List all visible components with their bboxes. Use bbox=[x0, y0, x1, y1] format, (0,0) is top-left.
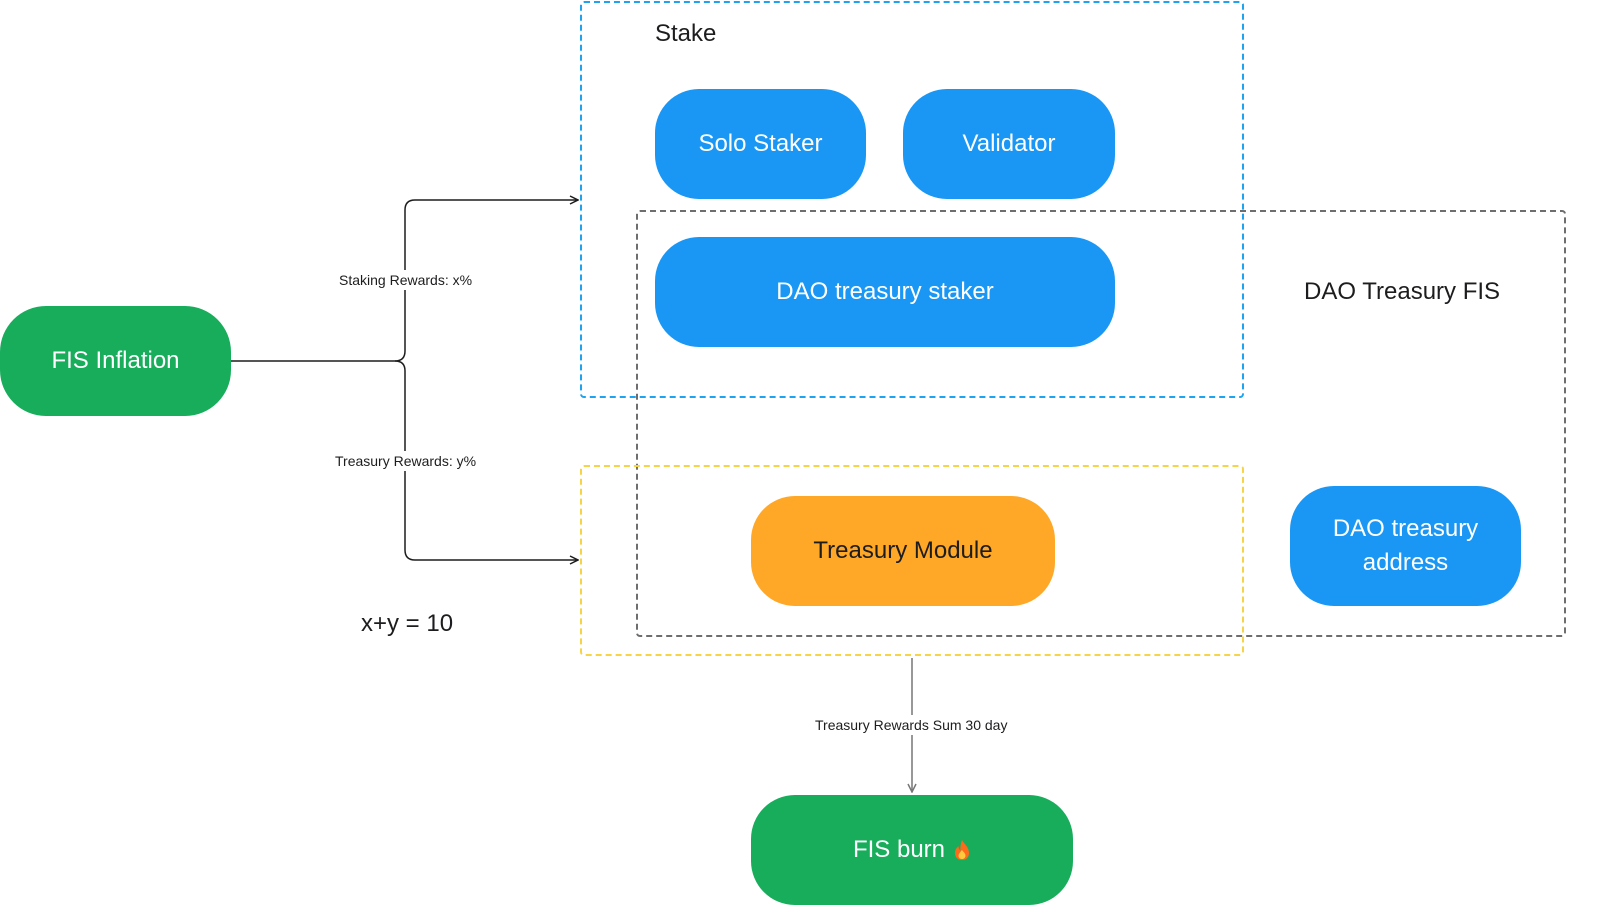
treasury-rewards-label: Treasury Rewards: y% bbox=[335, 451, 477, 471]
treasury-module-label: Treasury Module bbox=[813, 537, 993, 564]
fis-inflation-node[interactable]: FIS Inflation bbox=[0, 306, 231, 416]
rewards-formula: x+y = 10 bbox=[361, 610, 454, 637]
dao-treasury-staker-label: DAO treasury staker bbox=[776, 278, 994, 305]
stake-group-title: Stake bbox=[655, 20, 717, 47]
fis-inflation-label: FIS Inflation bbox=[51, 347, 180, 374]
inflation-stem-lower bbox=[394, 360, 406, 372]
treasury-rewards-edge bbox=[404, 371, 578, 560]
treasury-module-group bbox=[580, 465, 1244, 656]
burn-edge-label: Treasury Rewards Sum 30 day bbox=[815, 715, 1008, 735]
staking-rewards-label: Staking Rewards: x% bbox=[339, 270, 473, 290]
solo-staker-node[interactable]: Solo Staker bbox=[655, 89, 866, 199]
dao-treasury-group-title: DAO Treasury FIS bbox=[1304, 278, 1501, 305]
dao-treasury-group bbox=[636, 210, 1566, 637]
dao-treasury-address-label-line1: DAO treasury bbox=[1332, 515, 1479, 542]
fis-burn-label: FIS burn bbox=[852, 836, 946, 863]
validator-label: Validator bbox=[962, 130, 1056, 157]
treasury-module-node[interactable]: Treasury Module bbox=[751, 496, 1055, 606]
dao-treasury-address-label-line2: address bbox=[1362, 549, 1449, 576]
validator-node[interactable]: Validator bbox=[903, 89, 1115, 199]
staking-rewards-edge bbox=[404, 200, 578, 351]
stake-group bbox=[580, 1, 1244, 398]
fire-icon bbox=[955, 840, 970, 860]
inflation-stem-line bbox=[231, 350, 406, 362]
fis-burn-node[interactable]: FIS burn bbox=[751, 795, 1073, 905]
solo-staker-label: Solo Staker bbox=[698, 130, 823, 157]
dao-treasury-staker-node[interactable]: DAO treasury staker bbox=[655, 237, 1115, 347]
dao-treasury-address-node[interactable]: DAO treasury address bbox=[1290, 486, 1521, 606]
